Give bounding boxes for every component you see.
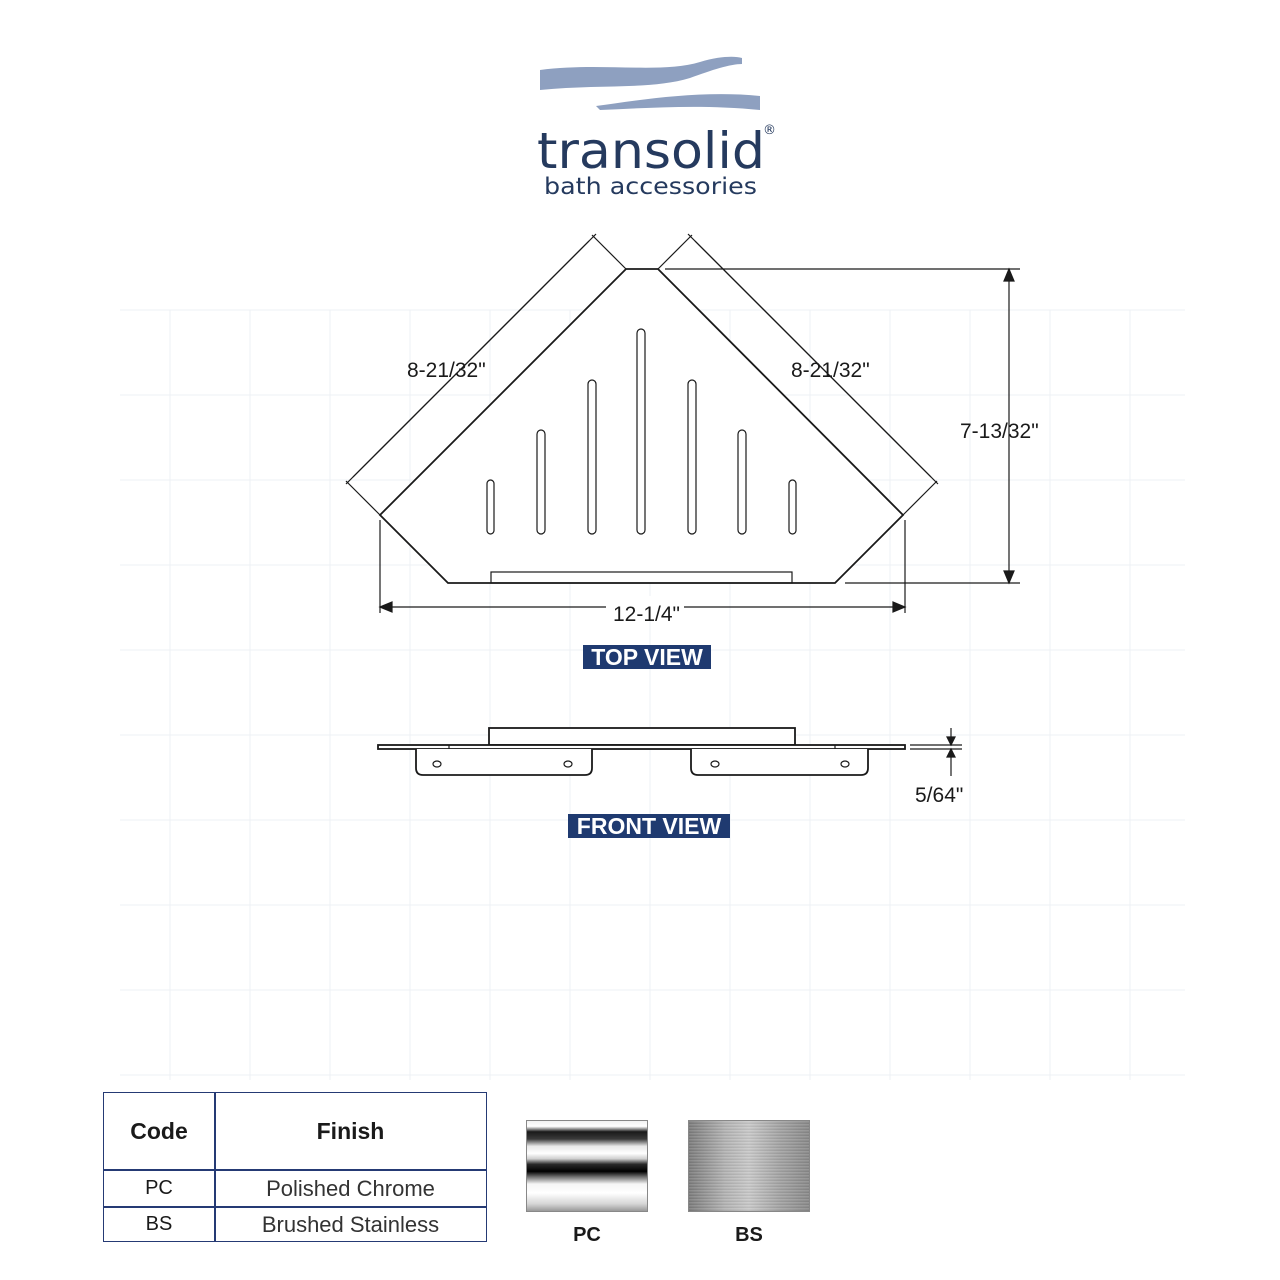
drain-slot [636,328,646,535]
drain-slot [788,479,797,535]
bracket-holes [432,760,850,768]
dimension-width [378,520,907,613]
front-view-drawing: 5/64" FRONT VIEW [377,727,963,839]
dimension-depth [665,267,1020,585]
drain-slot [587,379,597,535]
brand-tagline: bath accessories [544,174,757,200]
table-row-divider [104,1206,486,1208]
swatch-label-pc: PC [573,1224,601,1246]
front-lip [488,727,796,746]
top-view-label: TOP VIEW [591,644,703,670]
dimension-width-label: 12-1/4" [613,603,680,626]
top-view-drawing: 8-21/32" 8-21/32" 7-13/32" 12-1/4" [345,233,1039,670]
shelf-front-lip [490,571,793,584]
logo-wave-top [540,56,742,90]
drain-slot [486,479,495,535]
table-column-divider [214,1093,216,1241]
swatch-brushed-stainless [688,1120,810,1212]
brand-logo: transolid ® bath accessories [537,56,776,200]
mounting-bracket-left [415,749,593,776]
table-row-code: BS [145,1213,173,1235]
drain-slot [737,429,747,535]
dimension-left-side-label: 8-21/32" [407,359,486,382]
table-row-finish: Polished Chrome [266,1175,435,1201]
drain-slot [536,429,546,535]
dimension-right-side-label: 8-21/32" [791,359,870,382]
front-view-label: FRONT VIEW [577,813,722,839]
swatch-label-bs: BS [735,1224,763,1246]
registered-mark: ® [763,123,776,138]
table-header-finish: Finish [316,1117,385,1144]
mounting-bracket-right [690,749,869,776]
table-header-code: Code [130,1117,188,1144]
dimension-thickness-label: 5/64" [915,784,963,807]
dimension-left-side [345,233,627,516]
dimension-thickness [910,728,962,776]
swatch-polished-chrome [526,1120,648,1212]
finish-table: Code Finish PC Polished Chrome BS Brushe… [103,1092,487,1242]
front-line [448,745,836,749]
table-row-finish: Brushed Stainless [261,1211,440,1237]
dimension-right-side [657,233,939,516]
shelf-outline [378,268,905,584]
top-view-label-bg [583,645,711,669]
brand-name: transolid [537,122,765,180]
front-view-label-bg [568,814,730,838]
drainage-slots [486,328,797,535]
dimension-depth-label: 7-13/32" [960,420,1039,443]
front-shelf-plate [377,744,906,750]
logo-wave-bottom [596,94,760,110]
table-header-divider [104,1169,486,1171]
table-row-code: PC [145,1177,173,1199]
drain-slot [687,379,697,535]
